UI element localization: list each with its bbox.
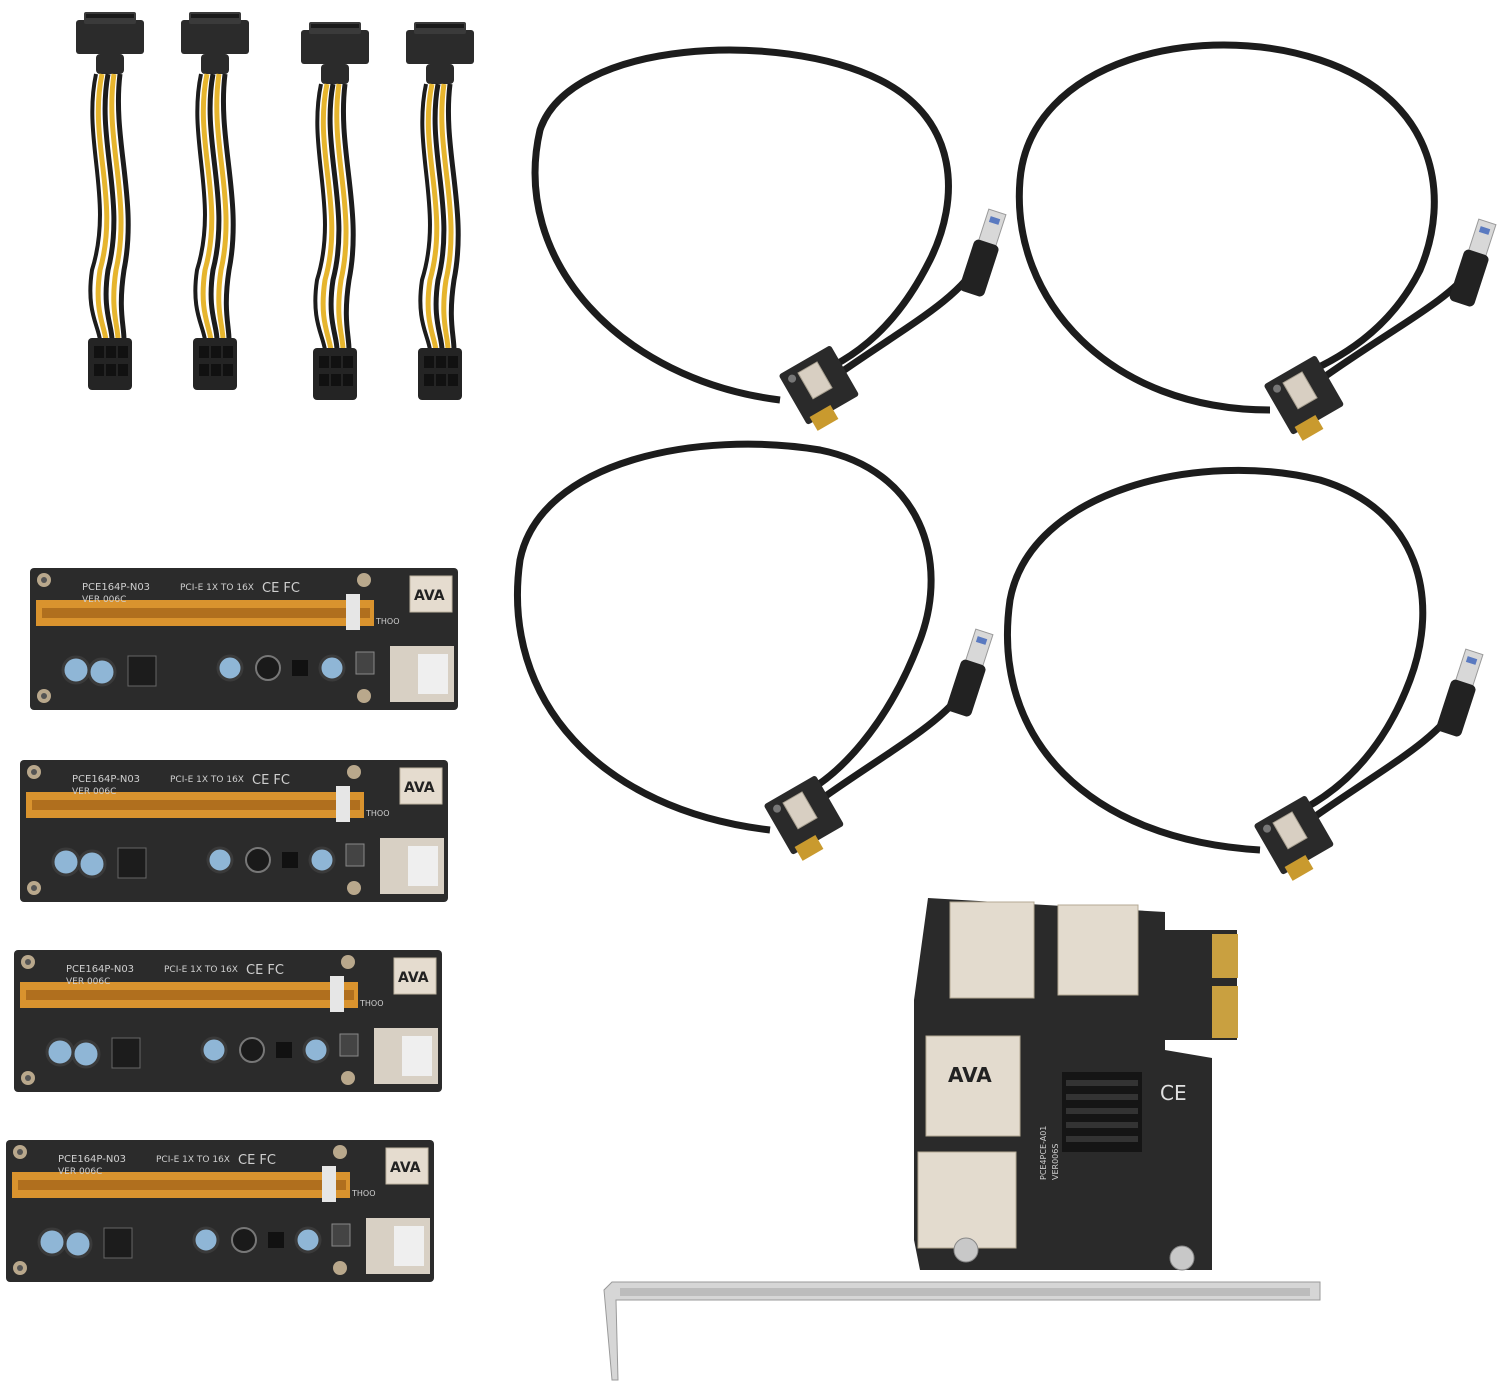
riser-version-label: VER 006C xyxy=(58,1167,102,1177)
riser-port-label: AVA xyxy=(414,588,445,604)
riser-version-label: VER 006C xyxy=(82,595,126,605)
riser-cert-label: CE FC xyxy=(262,581,300,596)
riser-board-1: PCE164P-N03 VER 006C PCI-E 1X TO 16X CE … xyxy=(28,566,460,712)
riser-interface-label: PCI-E 1X TO 16X xyxy=(156,1155,230,1165)
card-port-label: AVA xyxy=(948,1063,992,1087)
riser-side-label: THOO xyxy=(359,999,384,1008)
sata-adapter-2 xyxy=(181,12,249,390)
usb-cable-1 xyxy=(531,46,1011,435)
sata-adapters xyxy=(76,12,474,400)
card-version-label: VER006S xyxy=(1051,1144,1060,1180)
riser-port-label: AVA xyxy=(404,780,435,796)
riser-model-label: PCE164P-N03 xyxy=(82,582,150,593)
sata-adapter-4 xyxy=(406,22,474,400)
sata-adapter-3 xyxy=(301,22,369,400)
riser-side-label: THOO xyxy=(365,809,390,818)
riser-port-label: AVA xyxy=(398,970,429,986)
riser-cert-label: CE FC xyxy=(238,1153,276,1168)
usb-cable-2 xyxy=(1015,41,1500,445)
riser-side-label: THOO xyxy=(375,617,400,626)
riser-cert-label: CE FC xyxy=(252,773,290,788)
card-cert-label: CE xyxy=(1160,1081,1187,1105)
usb-cables xyxy=(513,41,1500,885)
riser-port-label: AVA xyxy=(390,1160,421,1176)
riser-board-4: PCE164P-N03 VER 006C PCI-E 1X TO 16X CE … xyxy=(4,1138,436,1284)
riser-boards: PCE164P-N03 VER 006C PCI-E 1X TO 16X CE … xyxy=(4,566,460,1284)
usb-cable-3 xyxy=(513,440,998,865)
riser-model-label: PCE164P-N03 xyxy=(72,774,140,785)
riser-model-label: PCE164P-N03 xyxy=(66,964,134,975)
riser-interface-label: PCI-E 1X TO 16X xyxy=(164,965,238,975)
riser-cert-label: CE FC xyxy=(246,963,284,978)
riser-side-label: THOO xyxy=(351,1189,376,1198)
riser-version-label: VER 006C xyxy=(72,787,116,797)
riser-board-2: PCE164P-N03 VER 006C PCI-E 1X TO 16X CE … xyxy=(18,758,450,904)
sata-adapter-1 xyxy=(76,12,144,390)
usb-cable-4 xyxy=(1003,466,1488,885)
riser-interface-label: PCI-E 1X TO 16X xyxy=(180,583,254,593)
expansion-card: AVA CE PCE4PCE-A01 VER006S xyxy=(603,898,1321,1381)
riser-interface-label: PCI-E 1X TO 16X xyxy=(170,775,244,785)
riser-version-label: VER 006C xyxy=(66,977,110,987)
riser-board-3: PCE164P-N03 VER 006C PCI-E 1X TO 16X CE … xyxy=(12,948,444,1094)
card-model-label: PCE4PCE-A01 xyxy=(1039,1126,1048,1180)
riser-model-label: PCE164P-N03 xyxy=(58,1154,126,1165)
